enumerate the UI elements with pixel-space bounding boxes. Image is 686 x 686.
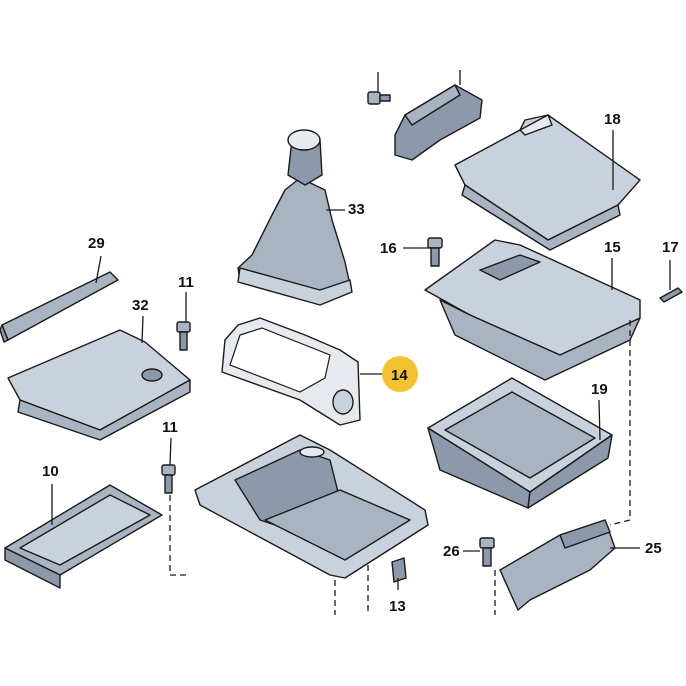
screw-11-lower [161,464,176,494]
part-13-clip [391,557,407,583]
label-part-29[interactable]: 29 [88,235,105,252]
screw-26 [479,537,495,567]
screw-17 [659,287,683,303]
label-part-16[interactable]: 16 [380,240,397,257]
upper-bracket [377,70,483,161]
part-18-tray-cover [454,114,641,251]
part-32-switch-panel [7,329,191,441]
label-part-13[interactable]: 13 [389,598,406,615]
label-part-15[interactable]: 15 [604,239,621,256]
highlight-badge-part-14 [382,356,418,392]
center-console-housing [194,434,429,579]
screw-upper [367,91,391,105]
part-14-trim-frame [221,317,361,426]
part-33-gear-knob-boot [237,129,353,306]
label-part-14[interactable]: 14 [391,367,408,384]
label-part-11-lower[interactable]: 11 [162,419,178,436]
label-part-25[interactable]: 25 [645,540,662,557]
part-10-lower-tray [4,484,163,589]
label-part-26[interactable]: 26 [443,543,460,560]
label-part-17[interactable]: 17 [662,239,679,256]
label-part-32[interactable]: 32 [132,297,149,314]
label-part-11-upper[interactable]: 11 [178,274,194,291]
part-25-bracket [499,519,616,611]
label-part-19[interactable]: 19 [591,381,608,398]
part-15-storage-module [424,239,641,381]
label-part-10[interactable]: 10 [42,463,59,480]
label-part-18[interactable]: 18 [604,111,621,128]
part-29-trim-strip [0,271,119,343]
label-part-33[interactable]: 33 [348,201,365,218]
part-labels: 33 29 32 11 11 10 14 18 15 17 16 19 26 2… [42,111,679,615]
screw-16 [427,237,443,267]
leader-lines [51,130,671,615]
screw-11-upper [176,321,191,351]
part-19-storage-bin [427,377,613,509]
